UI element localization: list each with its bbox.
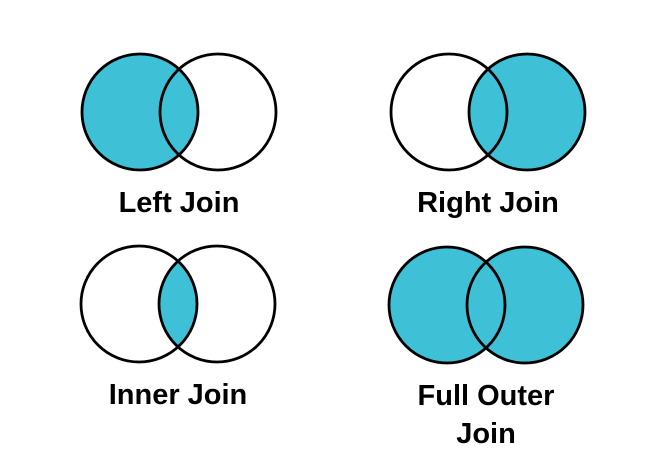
diagram-label-left-join: Left Join bbox=[118, 187, 240, 219]
venn-left-join: Left Join bbox=[79, 51, 279, 223]
right-circle-outline bbox=[467, 52, 587, 172]
venn-full-outer-join: Full Outer Join bbox=[386, 244, 586, 453]
diagram-label-inner-join: Inner Join bbox=[108, 379, 248, 411]
diagram-label-right-join: Right Join bbox=[417, 187, 559, 219]
left-circle-outline bbox=[80, 52, 200, 172]
venn-diagram-right-join bbox=[389, 52, 587, 172]
venn-diagram-left-join bbox=[80, 52, 278, 172]
intersection-region bbox=[160, 69, 198, 155]
venn-right-join: Right Join bbox=[388, 51, 588, 223]
left-circle-outline bbox=[387, 245, 507, 365]
venn-diagram-inner-join bbox=[79, 244, 277, 364]
right-circle-outline bbox=[465, 245, 585, 365]
intersection-region bbox=[159, 261, 197, 347]
left-circle-outline bbox=[389, 52, 509, 172]
right-circle-outline bbox=[157, 244, 277, 364]
right-circle-outline bbox=[158, 52, 278, 172]
left-circle-outline bbox=[79, 244, 199, 364]
intersection-region bbox=[467, 262, 505, 348]
venn-diagram-full-outer-join bbox=[387, 245, 585, 365]
diagram-label-full-outer-join: Full Outer Join bbox=[417, 380, 555, 450]
intersection-region bbox=[469, 69, 507, 155]
venn-inner-join: Inner Join bbox=[78, 243, 278, 415]
